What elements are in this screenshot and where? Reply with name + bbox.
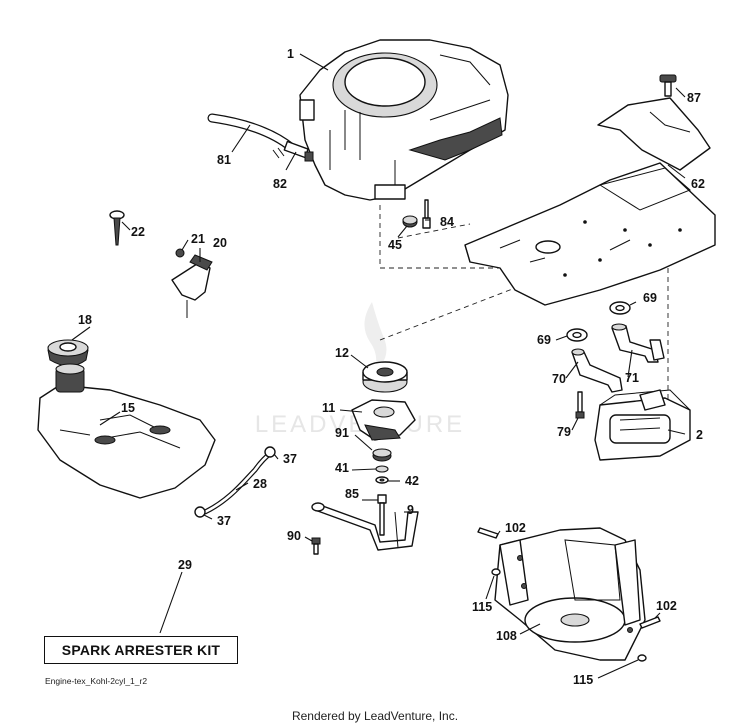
exhaust-gasket-left[interactable] [566, 328, 588, 342]
callout-102-right: 102 [656, 599, 677, 613]
pto-clutch[interactable] [351, 399, 416, 441]
callout-29: 29 [178, 558, 192, 572]
exhaust-pipe-left[interactable] [571, 348, 623, 393]
clutch-bracket[interactable] [311, 502, 419, 551]
callout-79: 79 [557, 425, 571, 439]
callout-20: 20 [213, 236, 227, 250]
callout-12: 12 [335, 346, 349, 360]
fuel-tank[interactable] [37, 363, 216, 499]
long-bolt[interactable] [377, 494, 387, 536]
callout-2: 2 [696, 428, 703, 442]
leader-lines [71, 53, 686, 679]
cover-plate[interactable] [597, 97, 711, 171]
callout-22: 22 [131, 225, 145, 239]
clutch-bolt[interactable] [372, 448, 392, 462]
deflector-washer-left[interactable] [491, 568, 501, 576]
callout-21: 21 [191, 232, 205, 246]
bracket-bolt[interactable] [311, 537, 321, 555]
callout-11: 11 [322, 401, 335, 415]
callout-37-top: 37 [283, 452, 297, 466]
deflector-washer-bottom[interactable] [637, 654, 647, 662]
callout-42: 42 [405, 474, 419, 488]
callout-45: 45 [388, 238, 402, 252]
callout-41: 41 [335, 461, 349, 475]
hose-clamp-bottom[interactable] [194, 506, 206, 518]
callout-71: 71 [625, 371, 639, 385]
callout-90: 90 [287, 529, 301, 543]
callout-28: 28 [253, 477, 267, 491]
callout-37-bottom: 37 [217, 514, 231, 528]
callout-108: 108 [496, 629, 517, 643]
callout-18: 18 [78, 313, 92, 327]
callout-labels: 1 81 82 84 45 87 62 22 21 20 18 15 12 11… [78, 47, 705, 687]
seat-knob[interactable] [659, 74, 677, 97]
callout-91: 91 [335, 426, 349, 440]
callout-15: 15 [121, 401, 135, 415]
push-pin[interactable] [109, 210, 125, 246]
callout-115-left: 115 [472, 600, 492, 614]
muffler-bolt[interactable] [575, 391, 585, 419]
callout-85: 85 [345, 487, 359, 501]
callout-87: 87 [687, 91, 701, 105]
callout-69-left: 69 [537, 333, 551, 347]
callout-9: 9 [407, 503, 414, 517]
diagram-code: Engine-tex_Kohl-2cyl_1_r2 [45, 676, 148, 686]
callout-82: 82 [273, 177, 287, 191]
rendered-by-footer: Rendered by LeadVenture, Inc. [291, 709, 459, 723]
heat-deflector[interactable] [494, 527, 646, 661]
mount-bracket[interactable] [171, 254, 213, 318]
spark-arrester-kit-box[interactable]: SPARK ARRESTER KIT [44, 636, 238, 664]
fuel-line[interactable] [207, 113, 297, 153]
muffler[interactable] [594, 389, 691, 461]
fuel-cap[interactable] [47, 339, 89, 367]
callout-70: 70 [552, 372, 566, 386]
callout-115-bottom: 115 [573, 673, 593, 687]
callout-1: 1 [287, 47, 294, 61]
engine-bolt[interactable] [422, 199, 431, 229]
hose-clamp-top[interactable] [264, 446, 276, 458]
engine-pulley[interactable] [362, 361, 408, 393]
engine[interactable] [299, 39, 509, 201]
spark-arrester-kit-label: SPARK ARRESTER KIT [61, 642, 221, 658]
exhaust-pipe-right[interactable] [611, 323, 665, 363]
deflector-screw-top[interactable] [477, 527, 499, 539]
deflector-screw-right[interactable] [639, 616, 661, 629]
callout-81: 81 [217, 153, 231, 167]
bracket-screw[interactable] [175, 248, 185, 258]
exhaust-gasket-right[interactable] [609, 301, 631, 315]
engine-frame-plate [464, 162, 716, 306]
callout-84: 84 [440, 215, 454, 229]
alignment-lines [379, 205, 669, 400]
callout-69-right: 69 [643, 291, 657, 305]
callout-62: 62 [691, 177, 705, 191]
washer[interactable] [375, 476, 389, 484]
callout-102-top: 102 [505, 521, 526, 535]
engine-nut[interactable] [402, 215, 418, 228]
spacer[interactable] [375, 465, 389, 473]
